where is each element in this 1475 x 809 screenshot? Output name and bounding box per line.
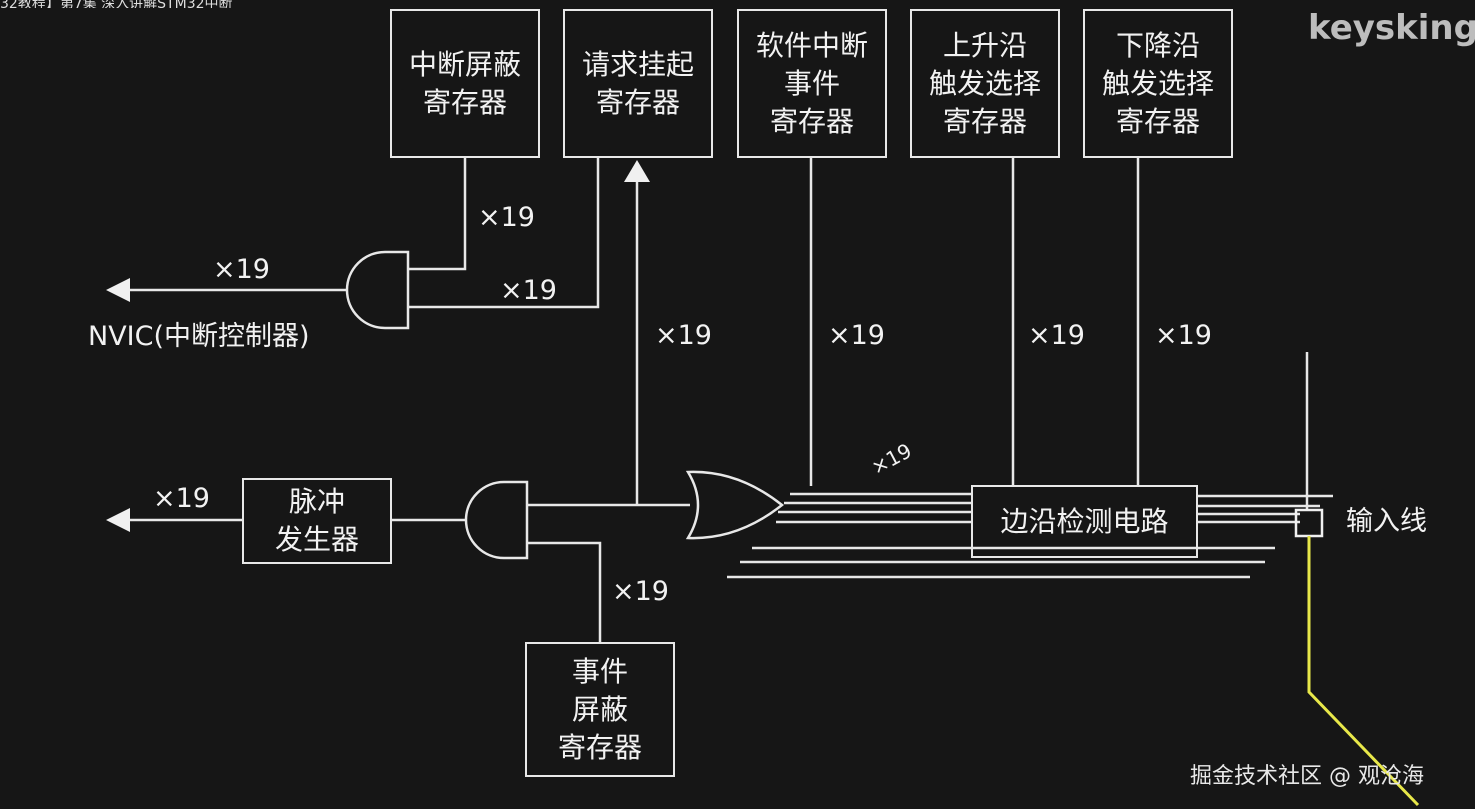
software-interrupt-register-label: 软件中断 事件 寄存器 [755, 28, 868, 138]
label-x19-or-out: ×19 [655, 320, 712, 351]
arrow-to-pending [624, 160, 650, 182]
pulse-generator-label: 脉冲 发生器 [274, 485, 359, 556]
label-x19-pending: ×19 [500, 275, 557, 306]
wire-pending-to-and [408, 158, 600, 309]
interrupt-mask-register-label: 中断屏蔽 寄存器 [408, 47, 521, 119]
rising-edge-register-label: 上升沿 触发选择 寄存器 [928, 28, 1041, 138]
label-x19-nvic: ×19 [213, 254, 270, 285]
label-x19-swier: ×19 [828, 320, 885, 351]
input-line-label: 输入线 [1346, 506, 1427, 537]
or-gate [685, 470, 785, 540]
pending-register-label: 请求挂起 寄存器 [581, 47, 694, 119]
label-x19-pulse: ×19 [153, 483, 210, 514]
pulse-generator: 脉冲 发生器 [242, 478, 392, 564]
wire-eventmask-to-and [527, 541, 602, 643]
and-gate-event [464, 480, 529, 560]
credit-watermark: 掘金技术社区 @ 观沧海 [1190, 764, 1424, 789]
software-interrupt-register: 软件中断 事件 寄存器 [737, 9, 887, 158]
label-x19-rising: ×19 [1028, 320, 1085, 351]
input-highlight-line [1307, 536, 1420, 807]
edge-detect-circuit-label: 边沿检测电路 [1000, 504, 1169, 538]
edge-detect-circuit: 边沿检测电路 [971, 485, 1198, 558]
falling-edge-register: 下降沿 触发选择 寄存器 [1083, 9, 1233, 158]
rising-edge-register: 上升沿 触发选择 寄存器 [910, 9, 1060, 158]
arrow-nvic [106, 278, 130, 302]
label-x19-mask: ×19 [478, 202, 535, 233]
label-x19-falling: ×19 [1155, 320, 1212, 351]
wire-mask-to-and [408, 158, 467, 271]
pending-register: 请求挂起 寄存器 [563, 9, 713, 158]
interrupt-mask-register: 中断屏蔽 寄存器 [390, 9, 540, 158]
brand-watermark: keysking [1308, 8, 1475, 48]
falling-edge-register-label: 下降沿 触发选择 寄存器 [1101, 28, 1214, 138]
event-mask-register-label: 事件 屏蔽 寄存器 [557, 654, 642, 764]
arrow-pulse-out [106, 508, 130, 532]
label-x19-eventmask: ×19 [612, 576, 669, 607]
and-gate-interrupt [345, 250, 410, 330]
video-title-fragment: 32教程】第7集 深入讲解STM32中断 [0, 0, 233, 8]
nvic-label: NVIC(中断控制器) [88, 321, 310, 352]
event-mask-register: 事件 屏蔽 寄存器 [525, 642, 675, 777]
